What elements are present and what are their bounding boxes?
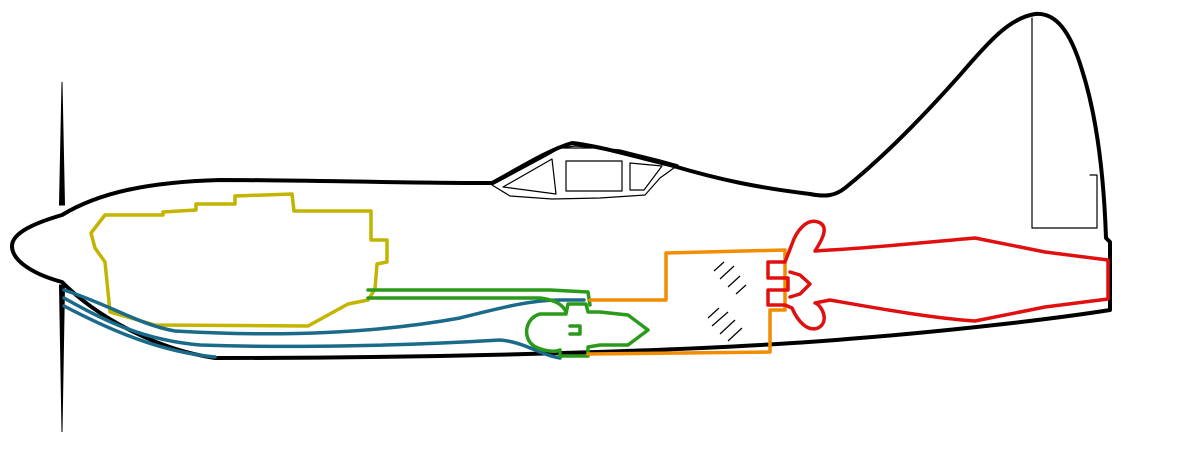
combustion-chamber xyxy=(766,219,1110,331)
coolant-pump xyxy=(524,302,650,358)
canopy-rear-pane xyxy=(629,162,663,191)
coolant-pump-notch xyxy=(568,324,582,336)
propeller xyxy=(58,81,66,433)
rudder-hinge-line xyxy=(1031,17,1098,229)
engine-block xyxy=(89,192,389,328)
compressor-blades xyxy=(707,261,747,342)
combustor-nozzle xyxy=(766,219,1110,331)
rudder xyxy=(1031,17,1098,229)
compressor-box xyxy=(586,248,787,356)
compressor-section xyxy=(586,248,787,356)
coolant-pipe-upper xyxy=(366,288,592,307)
canopy-windscreen xyxy=(502,158,557,195)
radiator-duct-upper xyxy=(62,288,586,336)
radiator-duct-lower xyxy=(62,296,562,360)
canopy xyxy=(491,145,679,200)
canopy-center-pane xyxy=(565,160,623,192)
exhaust-nozzle-cone xyxy=(788,270,812,299)
propeller-upper-blade xyxy=(58,81,66,206)
radiator-duct-inner xyxy=(62,304,217,359)
coolant-pipes xyxy=(366,288,650,358)
coolant-pipe-lower xyxy=(366,296,568,314)
radiator-ducts xyxy=(62,288,586,360)
propeller-lower-blade xyxy=(58,284,66,433)
